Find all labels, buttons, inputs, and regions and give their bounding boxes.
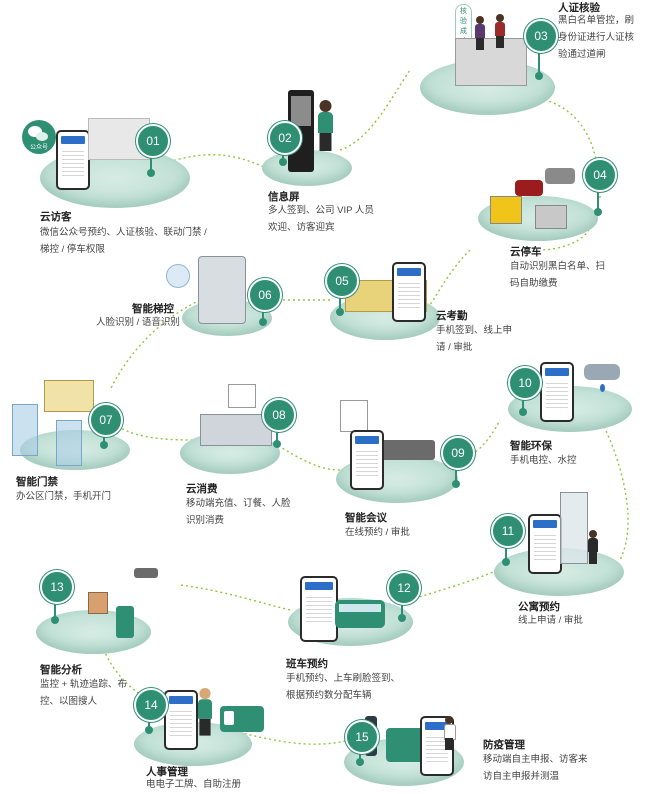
step-badge: 07: [89, 403, 123, 437]
step-title: 智能环保: [510, 440, 552, 452]
checkpoint-desk: [386, 728, 426, 762]
step-desc: 移动端充值、订餐、人脸识别消费: [186, 498, 291, 526]
step-title: 云消费: [186, 483, 218, 495]
step-desc: 多人签到、公司 VIP 人员欢迎、访客迎宾: [268, 205, 374, 233]
phone-mockup: [392, 262, 426, 322]
step-desc: 手机电控、水控: [510, 455, 577, 466]
faucet-icon: [584, 364, 620, 380]
parking-booth: [490, 196, 522, 224]
step-title: 人事管理: [146, 766, 188, 778]
shuttle-bus-icon: [335, 600, 385, 628]
step-title: 云访客: [40, 211, 72, 223]
phone-mockup: [164, 690, 198, 750]
reception-desk: [44, 380, 94, 412]
step-desc: 线上申请 / 审批: [518, 615, 583, 626]
step-desc: 监控 + 轨迹追踪、布控、以图搜人: [40, 679, 127, 707]
portrait-frame: [88, 592, 108, 614]
glass-door: [12, 404, 38, 456]
presentation-board: [340, 400, 368, 432]
step-title: 云停车: [510, 246, 542, 258]
canteen-counter: [200, 414, 272, 446]
step-desc: 移动端自主申报、访客来访自主申报并测温: [483, 754, 588, 782]
phone-mockup: [300, 576, 338, 642]
step-title: 人证核验: [558, 2, 600, 14]
employee-badge-card: [220, 706, 264, 732]
apartment-door: [560, 492, 588, 564]
step-badge: 01: [136, 124, 170, 158]
step-badge: 03: [524, 19, 558, 53]
step-desc: 人脸识别 / 语音识别: [96, 317, 180, 328]
step-desc: 手机签到、线上申请 / 审批: [436, 325, 513, 353]
glass-door: [56, 420, 82, 466]
menu-board: [228, 384, 256, 408]
step-badge: 09: [441, 436, 475, 470]
step-title: 班车预约: [286, 658, 328, 670]
car-icon: [515, 180, 543, 196]
step-badge: 11: [491, 514, 525, 548]
step-badge: 10: [508, 366, 542, 400]
step-title: 公寓预约: [518, 601, 560, 613]
step-title: 防疫管理: [483, 739, 525, 751]
step-title: 云考勤: [436, 310, 468, 322]
step-badge: 13: [40, 570, 74, 604]
step-title: 智能门禁: [16, 476, 58, 488]
phone-mockup: [540, 362, 574, 422]
phone-mockup: [56, 130, 90, 190]
step-badge: 06: [248, 278, 282, 312]
truck-icon: [535, 205, 567, 229]
step-desc: 黑白名单管控，刷身份证进行人证核验通过道闸: [558, 15, 635, 60]
step-badge: 02: [268, 121, 302, 155]
wechat-icon: 公众号: [22, 120, 56, 154]
step-desc: 自动识别黑白名单、扫码自助缴费: [510, 261, 606, 289]
step-title: 智能分析: [40, 664, 82, 676]
water-drop-icon: [600, 384, 605, 392]
step-badge: 04: [583, 158, 617, 192]
step-title: 智能会议: [345, 512, 387, 524]
phone-mockup: [528, 514, 562, 574]
step-title: 智能梯控: [132, 303, 174, 315]
step-badge: 15: [345, 720, 379, 754]
turnstile-illustration: [455, 38, 527, 86]
camera-icon: [134, 568, 158, 578]
step-badge: 12: [387, 571, 421, 605]
elevator-illustration: [198, 256, 246, 324]
step-desc: 手机预约、上车刷脸签到、根据预约数分配车辆: [286, 673, 401, 701]
step-desc: 电电子工牌、自助注册: [146, 779, 242, 790]
step-badge: 05: [325, 264, 359, 298]
wechat-badge-label: 公众号: [29, 145, 48, 151]
step-title: 信息屏: [268, 191, 300, 203]
step-desc: 微信公众号预约、人证核验、联动门禁 / 梯控 / 停车权限: [40, 227, 207, 255]
car-icon: [545, 168, 575, 184]
step-badge: 08: [262, 398, 296, 432]
meeting-table: [380, 440, 435, 460]
face-scan-icon: [166, 264, 190, 288]
step-badge: 14: [134, 688, 168, 722]
step-desc: 在线预约 / 审批: [345, 527, 410, 538]
phone-mockup: [350, 430, 384, 490]
person-illustration: [318, 100, 333, 151]
step-desc: 办公区门禁，手机开门: [16, 491, 112, 502]
terminal-icon: [116, 606, 134, 638]
